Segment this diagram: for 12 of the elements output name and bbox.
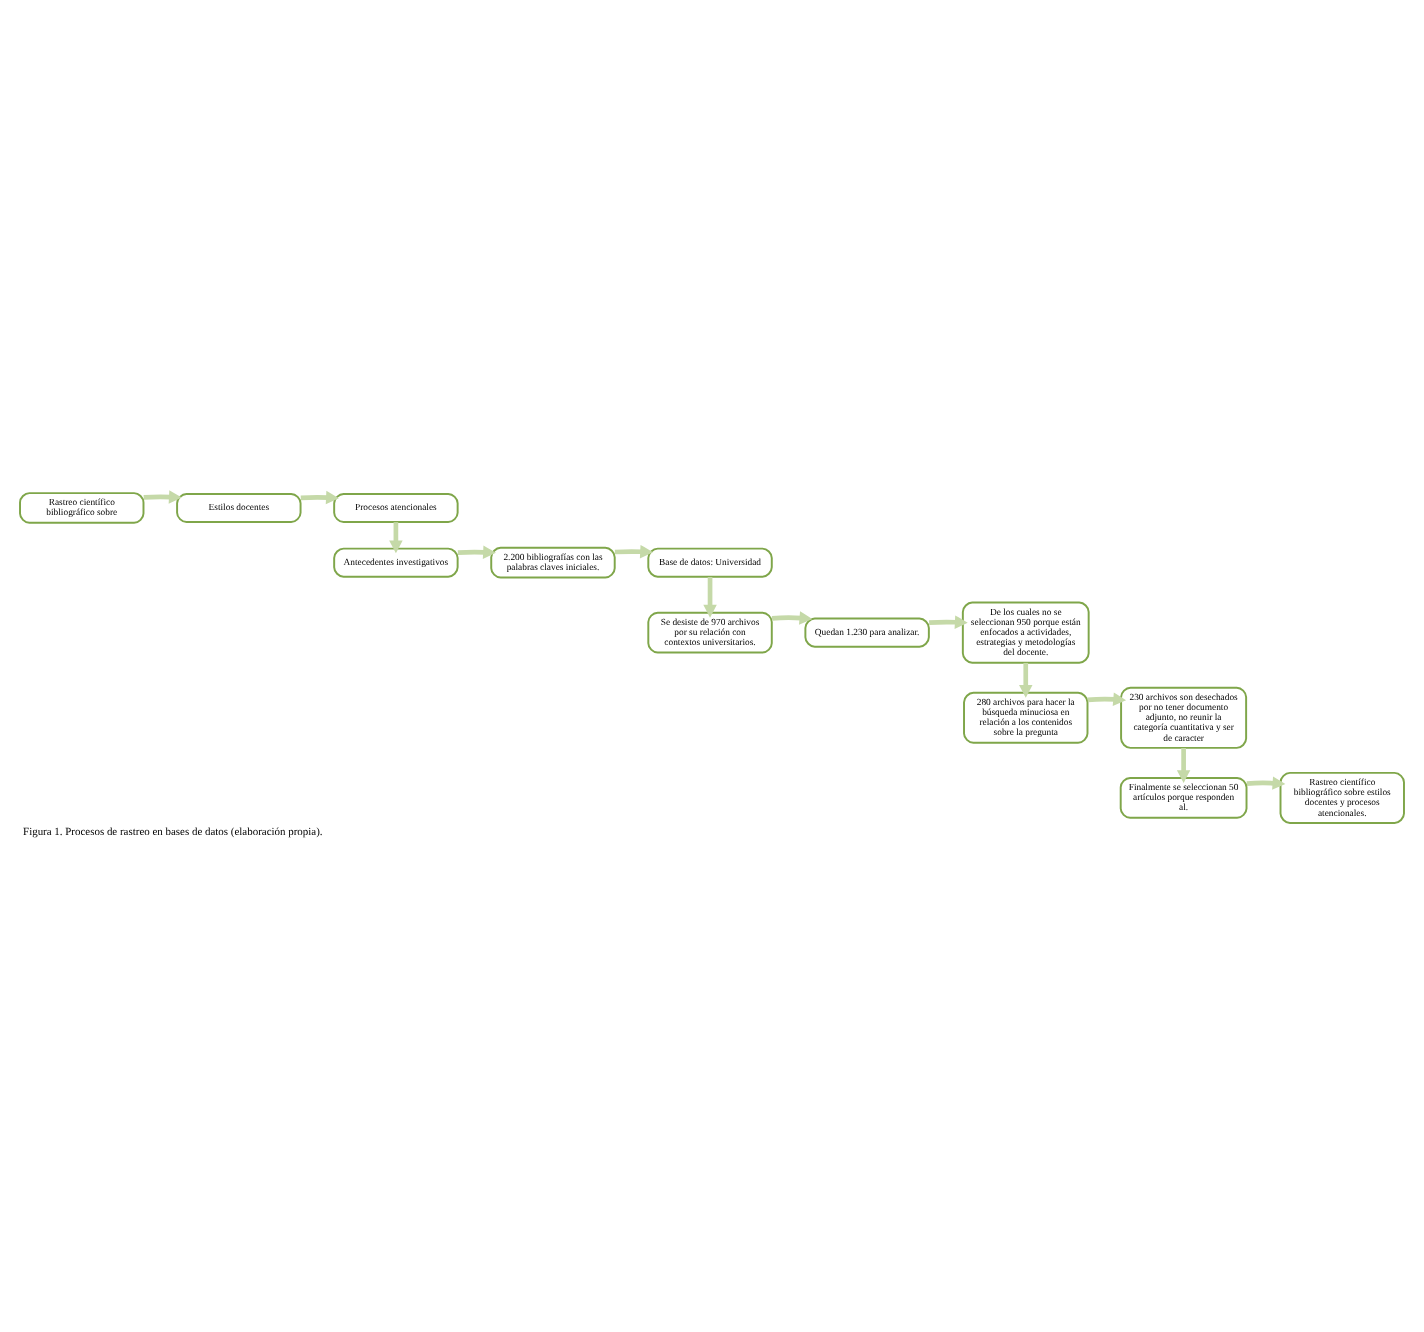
arrow	[928, 614, 968, 628]
arrow	[614, 543, 654, 558]
arrow	[1246, 775, 1286, 789]
arrow	[703, 575, 717, 617]
arrow	[143, 489, 182, 503]
arrow	[300, 489, 339, 504]
arrow	[1176, 747, 1191, 782]
arrow	[771, 610, 813, 624]
arrow	[1087, 691, 1127, 705]
arrow	[1019, 661, 1033, 697]
arrow	[457, 544, 496, 558]
arrow	[389, 521, 403, 553]
